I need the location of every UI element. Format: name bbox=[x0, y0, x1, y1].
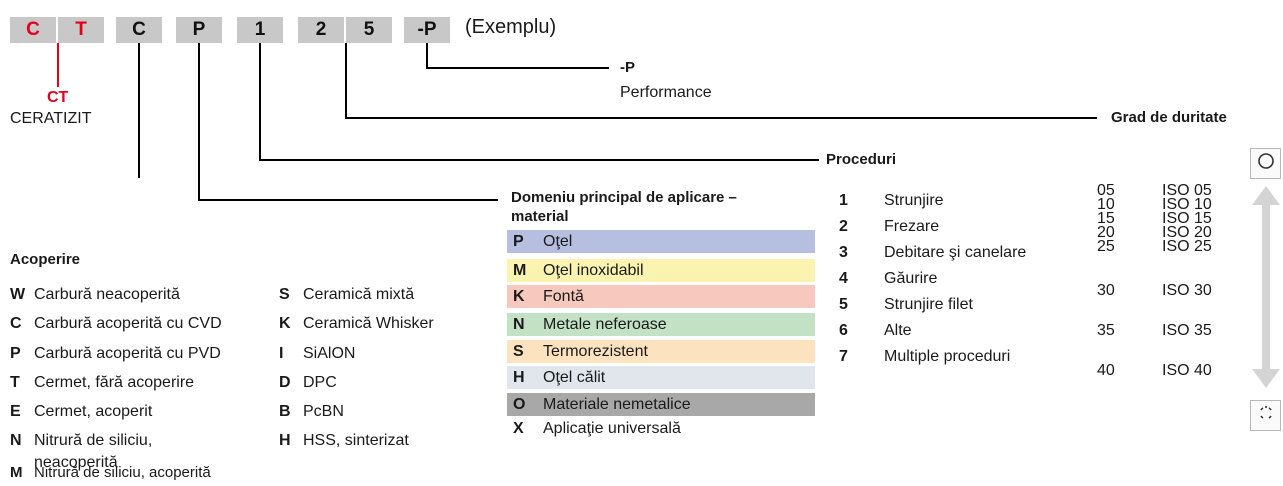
code-box-c2: C bbox=[116, 17, 162, 43]
performance-code: -P bbox=[620, 59, 635, 76]
focus-frame-icon bbox=[1257, 404, 1275, 427]
coating-item-continuation: neacoperită bbox=[34, 454, 118, 471]
code-box-minus-p: -P bbox=[404, 17, 450, 43]
code-box-2: 2 bbox=[298, 17, 344, 43]
example-label: (Exemplu) bbox=[465, 16, 557, 38]
grade-number: 40 bbox=[1097, 362, 1115, 379]
grade-number: 35 bbox=[1097, 322, 1115, 339]
grade-number: 10 bbox=[1097, 196, 1115, 213]
ct-connector bbox=[57, 43, 59, 87]
application-title-line1: Domeniu principal de aplicare – bbox=[511, 189, 737, 206]
performance-connector-h bbox=[426, 67, 609, 69]
procedures-connector-v bbox=[259, 43, 261, 160]
grade-number: 05 bbox=[1097, 182, 1115, 199]
procedures-connector-h bbox=[259, 159, 819, 161]
ct-name: CERATIZIT bbox=[10, 110, 92, 127]
grade-iso: ISO 05 bbox=[1162, 182, 1212, 199]
code-box-c1: C bbox=[10, 17, 56, 43]
application-connector-h bbox=[198, 199, 498, 201]
grade-number: 30 bbox=[1097, 282, 1115, 299]
application-title-line2: material bbox=[511, 208, 569, 225]
grade-connector-v bbox=[345, 43, 347, 118]
double-arrow-icon[interactable] bbox=[1251, 186, 1281, 388]
code-box-1: 1 bbox=[237, 17, 283, 43]
grade-connector-h bbox=[345, 117, 1097, 119]
circle-icon bbox=[1257, 152, 1275, 175]
grade-number: 20 bbox=[1097, 224, 1115, 241]
performance-name: Performance bbox=[620, 84, 712, 101]
grade-title: Grad de duritate bbox=[1111, 109, 1227, 126]
grade-iso: ISO 40 bbox=[1162, 362, 1212, 379]
ct-code: CT bbox=[47, 89, 69, 106]
procedures-title: Proceduri bbox=[826, 151, 897, 168]
grade-iso: ISO 35 bbox=[1162, 322, 1212, 339]
grade-number: 25 bbox=[1097, 238, 1115, 255]
grade-iso: ISO 25 bbox=[1162, 238, 1212, 255]
code-box-t: T bbox=[58, 17, 104, 43]
performance-connector-v bbox=[426, 43, 428, 68]
coating-title: Acoperire bbox=[10, 251, 81, 268]
coating-connector bbox=[138, 43, 140, 178]
circle-button[interactable] bbox=[1250, 148, 1281, 179]
grade-iso: ISO 10 bbox=[1162, 196, 1212, 213]
code-box-5: 5 bbox=[346, 17, 392, 43]
grade-number: 15 bbox=[1097, 210, 1115, 227]
code-box-p: P bbox=[176, 17, 222, 43]
application-connector-v bbox=[198, 43, 200, 200]
focus-button[interactable] bbox=[1250, 400, 1281, 431]
grade-iso: ISO 30 bbox=[1162, 282, 1212, 299]
grade-iso: ISO 20 bbox=[1162, 224, 1212, 241]
grade-iso: ISO 15 bbox=[1162, 210, 1212, 227]
